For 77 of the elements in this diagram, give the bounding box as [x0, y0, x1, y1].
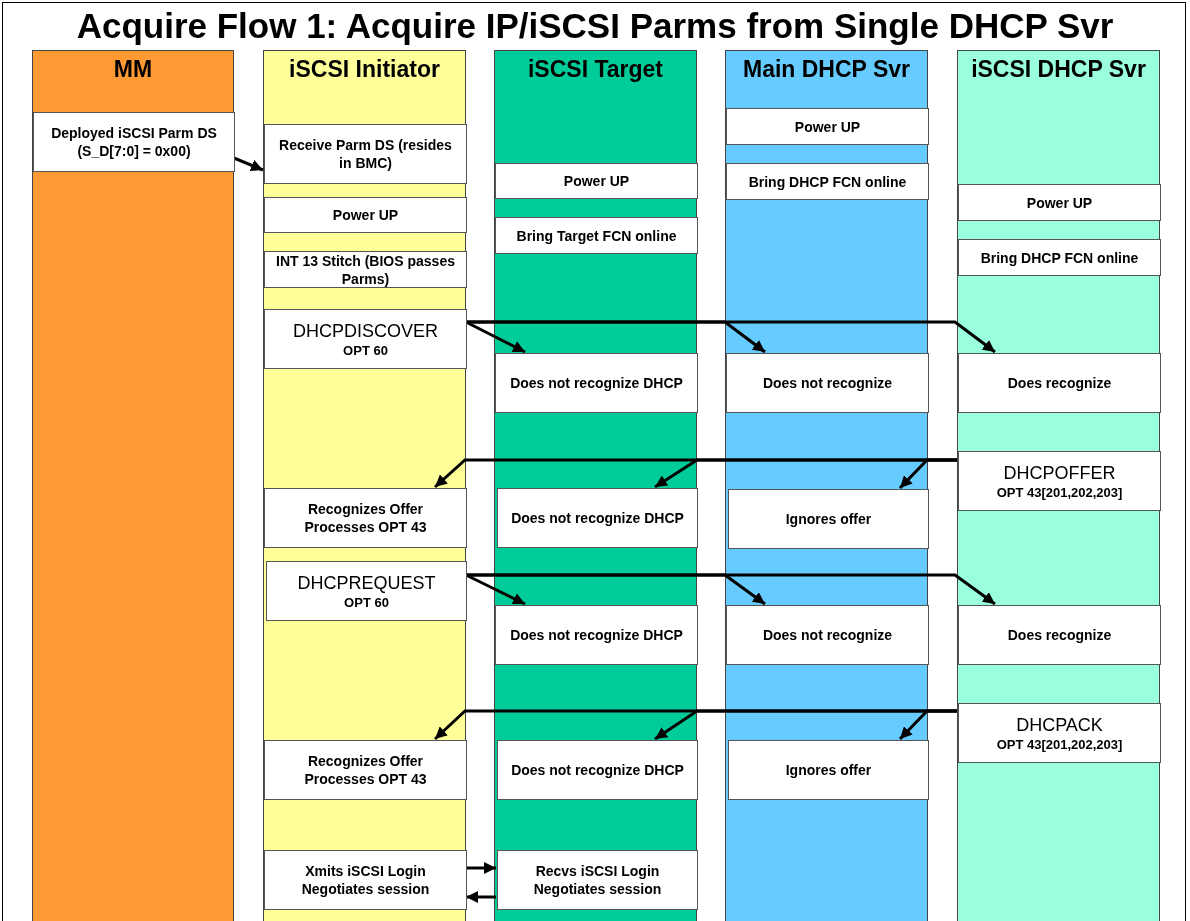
box-text: Power UP: [794, 117, 861, 136]
process-box: [728, 740, 929, 800]
process-box: [495, 163, 698, 199]
swimlane: [494, 50, 697, 921]
message-box: [264, 309, 467, 369]
swimlane: [725, 50, 928, 921]
box-text: INT 13 Stitch (BIOS passes Parms): [275, 251, 456, 288]
process-box: [726, 108, 929, 145]
box-text: Does not recognize DHCP: [510, 374, 683, 392]
option-text: OPT 60: [344, 593, 389, 611]
message-name: DHCPACK: [1016, 713, 1103, 736]
box-text: Does recognize: [1007, 626, 1112, 644]
process-box: [497, 488, 698, 548]
message-name: DHCPOFFER: [1003, 461, 1116, 484]
arrow: [433, 709, 957, 741]
process-box: [495, 353, 698, 413]
option-text: OPT 60: [343, 341, 388, 359]
process-box: [958, 239, 1161, 276]
process-box: [264, 740, 467, 800]
box-text: Ignores offer: [785, 761, 872, 779]
lane-header: MM: [112, 55, 154, 84]
process-box: [726, 605, 929, 665]
box-text: Bring DHCP FCN online: [748, 172, 907, 191]
arrow: [466, 573, 996, 606]
option-text: OPT 43[201,202,203]: [996, 483, 1123, 501]
box-text: Does not recognize DHCP: [510, 626, 683, 644]
process-box: [497, 740, 698, 800]
box-text: Deployed iSCSI Parm DS (S_D[7:0] = 0x00): [50, 124, 218, 160]
box-text: Ignores offer: [785, 510, 872, 528]
process-box: [726, 163, 929, 200]
box-text: Recognizes Offer Processes OPT 43: [303, 500, 428, 536]
arrow: [466, 320, 996, 354]
arrow: [233, 156, 264, 172]
box-text: Does not recognize: [762, 374, 893, 392]
process-box: [264, 124, 467, 184]
arrow: [466, 862, 496, 874]
process-box: [264, 850, 467, 910]
process-box: [495, 605, 698, 665]
arrow: [434, 458, 957, 489]
box-text: Does recognize: [1007, 374, 1112, 392]
option-text: OPT 43[201,202,203]: [996, 735, 1123, 753]
box-text: Recognizes Offer Processes OPT 43: [303, 752, 428, 788]
arrow: [466, 891, 496, 903]
box-text: Bring DHCP FCN online: [980, 248, 1139, 267]
lane-header: iSCSI DHCP Svr: [970, 55, 1147, 84]
lane-header: Main DHCP Svr: [742, 55, 911, 84]
lane-header: iSCSI Initiator: [288, 55, 441, 84]
box-text: Does not recognize DHCP: [511, 761, 684, 779]
box-text: Power UP: [563, 172, 630, 190]
box-text: Power UP: [1026, 193, 1093, 212]
diagram-title: Acquire Flow 1: Acquire IP/iSCSI Parms from Single DHCP Svr: [75, 6, 1115, 46]
lane-header: iSCSI Target: [526, 55, 664, 84]
swimlane: [957, 50, 1160, 921]
message-box: [266, 561, 467, 621]
box-text: Xmits iSCSI Login Negotiates session: [300, 862, 431, 898]
process-box: [958, 605, 1161, 665]
message-box: [958, 703, 1161, 763]
box-text: Bring Target FCN online: [516, 226, 677, 245]
box-text: Does not recognize DHCP: [511, 509, 684, 527]
process-box: [958, 184, 1161, 221]
message-box: [958, 451, 1161, 511]
message-name: DHCPREQUEST: [297, 571, 436, 594]
swimlane: [263, 50, 466, 921]
process-box: [728, 489, 929, 549]
process-box: [33, 112, 235, 172]
box-text: Receive Parm DS (resides in BMC): [278, 136, 453, 172]
process-box: [726, 353, 929, 413]
process-box: [264, 488, 467, 548]
box-text: Power UP: [332, 206, 399, 224]
process-box: [497, 850, 698, 910]
swimlane: [32, 50, 234, 921]
process-box: [958, 353, 1161, 413]
process-box: [264, 197, 467, 233]
box-text: Recvs iSCSI Login Negotiates session: [532, 862, 663, 898]
box-text: Does not recognize: [762, 626, 893, 644]
process-box: [495, 217, 698, 254]
message-name: DHCPDISCOVER: [293, 319, 438, 342]
